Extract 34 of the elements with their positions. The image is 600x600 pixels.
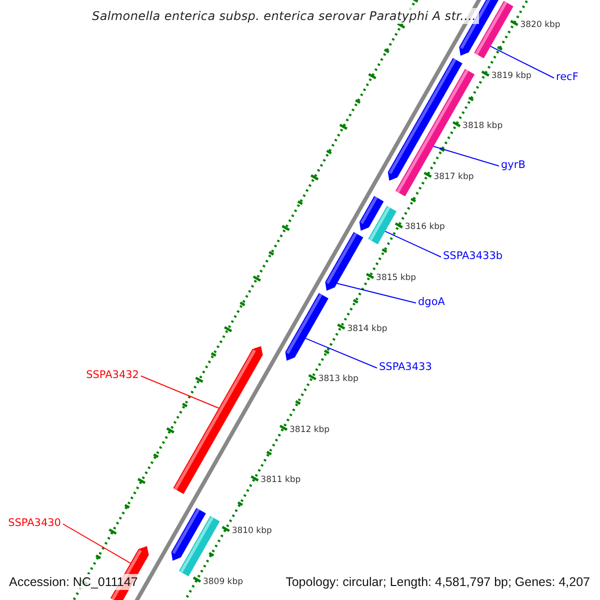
leader-line [305, 338, 378, 368]
gene-feature [178, 516, 220, 576]
tick-label: 3814 kbp [347, 324, 388, 334]
summary-text: Topology: circular; Length: 4,581,797 bp; Genes: 4,207 [284, 574, 592, 590]
leader-line [140, 376, 220, 409]
gene-label: dgoA [418, 296, 445, 308]
tick-label: 3815 kbp [376, 272, 416, 283]
tick-label: 3820 kbp [520, 20, 560, 30]
gene-feature [285, 292, 328, 361]
accession-text: Accession: NC_011147 [7, 574, 140, 590]
tick-label: 3809 kbp [202, 576, 244, 587]
tick-label: 3817 kbp [434, 172, 474, 182]
tick-label: 3819 kbp [491, 70, 532, 81]
leader-line [384, 230, 442, 258]
gene-label: SSPA3433 [379, 361, 432, 373]
gene-feature [173, 346, 263, 494]
gene-feature [368, 206, 397, 244]
leader-line [62, 524, 131, 564]
leader-line [490, 46, 554, 78]
tick-label: 3818 kbp [462, 121, 503, 132]
gene-feature [325, 232, 364, 291]
gene-label: SSPA3430 [8, 517, 61, 529]
tick-label: 3816 kbp [404, 222, 445, 232]
map-title: Salmonella enterica subsp. enterica serovar Paratyphi A str.... [89, 8, 480, 24]
tick-label: 3812 kbp [290, 424, 330, 435]
gene-label: recF [556, 71, 578, 83]
tick-label: 3810 kbp [232, 526, 272, 536]
gene-label: SSPA3432 [86, 369, 139, 381]
leader-line [433, 146, 500, 166]
leader-line [336, 282, 416, 304]
gene-label: SSPA3433b [443, 250, 503, 262]
tick-label: 3811 kbp [260, 475, 301, 486]
gene-label: gyrB [501, 159, 526, 171]
tick-label: 3813 kbp [318, 374, 358, 384]
